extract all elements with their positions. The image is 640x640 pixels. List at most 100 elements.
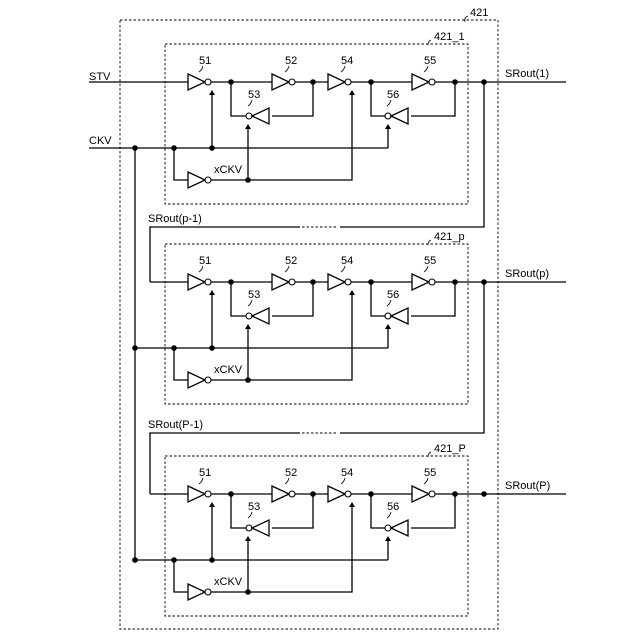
gate-number-label: 52 bbox=[285, 255, 297, 267]
inverter-bubble bbox=[289, 491, 295, 497]
outer-block-label: 421 bbox=[470, 7, 488, 19]
gate-number-label: 54 bbox=[341, 467, 353, 479]
gate-number-label: 55 bbox=[424, 55, 436, 67]
control-arrow bbox=[209, 290, 215, 295]
gate-number-label: 51 bbox=[199, 55, 211, 67]
gate-number-label: 53 bbox=[248, 89, 260, 101]
inverter-bubble bbox=[429, 491, 435, 497]
xckv-label: xCKV bbox=[214, 164, 243, 176]
carry-wire bbox=[150, 227, 300, 282]
xckv-input-wire bbox=[174, 148, 188, 180]
inverter-triangle bbox=[272, 274, 289, 290]
gate-number-label: 56 bbox=[387, 289, 399, 301]
inverter-triangle bbox=[188, 74, 205, 90]
outer-block-border bbox=[120, 20, 498, 629]
gate-number-label: 52 bbox=[285, 55, 297, 67]
control-arrow bbox=[245, 536, 251, 541]
xckv-label: xCKV bbox=[214, 576, 243, 588]
carry-wire bbox=[150, 433, 300, 494]
inverter-bubble bbox=[345, 79, 351, 85]
ckv-label: CKV bbox=[89, 135, 112, 147]
inverter-triangle bbox=[252, 520, 269, 536]
inverter-triangle bbox=[252, 308, 269, 324]
inverter-bubble bbox=[345, 279, 351, 285]
carry-in-label: SRout(p-1) bbox=[148, 213, 202, 225]
inverter-triangle bbox=[188, 172, 205, 188]
gate-number-label: 51 bbox=[199, 255, 211, 267]
inverter-bubble bbox=[205, 79, 211, 85]
stage-label: 421_1 bbox=[434, 31, 465, 43]
feedback-wire bbox=[231, 82, 249, 116]
gate-number-label: 56 bbox=[387, 89, 399, 101]
stage-output-label: SRout(p) bbox=[505, 268, 549, 280]
inverter-triangle bbox=[188, 584, 205, 600]
inverter-triangle bbox=[412, 74, 429, 90]
inverter-bubble bbox=[289, 79, 295, 85]
inverter-triangle bbox=[391, 308, 408, 324]
gate-number-label: 53 bbox=[248, 501, 260, 513]
control-arrow bbox=[245, 324, 251, 329]
junction-dot bbox=[481, 491, 487, 497]
stage-1: 421_1 51 52 53 54 55 56 SRout(1) xCKV bbox=[89, 31, 566, 204]
gate-number-label: 55 bbox=[424, 255, 436, 267]
carry-in-label: SRout(P-1) bbox=[148, 419, 203, 431]
control-arrow bbox=[385, 124, 391, 129]
inverter-bubble bbox=[289, 279, 295, 285]
feedback-wire bbox=[371, 282, 388, 316]
inverter-bubble bbox=[205, 177, 211, 183]
outer-block-421: 421 bbox=[120, 7, 498, 629]
stage-label: 421_P bbox=[434, 443, 466, 455]
feedback-wire bbox=[371, 82, 388, 116]
stv-label: STV bbox=[89, 71, 111, 83]
stage-output-label: SRout(P) bbox=[505, 480, 550, 492]
inverter-triangle bbox=[272, 486, 289, 502]
carry-wire bbox=[340, 282, 484, 433]
inverter-bubble bbox=[205, 589, 211, 595]
inverter-bubble bbox=[205, 377, 211, 383]
feedback-wire bbox=[231, 494, 249, 528]
stage-label: 421_p bbox=[434, 231, 465, 243]
xckv-input-wire bbox=[174, 560, 188, 592]
xckv-label: xCKV bbox=[214, 364, 243, 376]
inverter-bubble bbox=[429, 279, 435, 285]
xckv-input-wire bbox=[174, 348, 188, 380]
carry-wire bbox=[340, 82, 484, 227]
gate-number-label: 54 bbox=[341, 255, 353, 267]
inverter-bubble bbox=[205, 491, 211, 497]
inverter-bubble bbox=[345, 491, 351, 497]
inverter-triangle bbox=[188, 372, 205, 388]
gate-number-label: 52 bbox=[285, 467, 297, 479]
gate-number-label: 54 bbox=[341, 55, 353, 67]
control-arrow bbox=[385, 324, 391, 329]
gate-number-label: 53 bbox=[248, 289, 260, 301]
gate-number-label: 55 bbox=[424, 467, 436, 479]
stage-output-label: SRout(1) bbox=[505, 68, 549, 80]
feedback-wire bbox=[231, 282, 249, 316]
inverter-triangle bbox=[252, 108, 269, 124]
inverter-triangle bbox=[391, 520, 408, 536]
inverter-triangle bbox=[188, 274, 205, 290]
inverter-triangle bbox=[328, 74, 345, 90]
inverter-triangle bbox=[272, 74, 289, 90]
inverter-triangle bbox=[328, 274, 345, 290]
inverter-triangle bbox=[328, 486, 345, 502]
control-arrow bbox=[385, 536, 391, 541]
inverter-bubble bbox=[205, 279, 211, 285]
control-arrow bbox=[349, 290, 355, 295]
outer-block-leader bbox=[465, 16, 468, 22]
control-arrow bbox=[349, 502, 355, 507]
stage-2: 421_p 51 52 53 54 55 56 SRout(p) xCKV bbox=[132, 231, 566, 404]
stage-group: 421_1 51 52 53 54 55 56 SRout(1) xCKV 421_p 51 52 53… bbox=[89, 31, 566, 616]
inverter-triangle bbox=[391, 108, 408, 124]
inverter-triangle bbox=[188, 486, 205, 502]
control-arrow bbox=[209, 90, 215, 95]
gate-number-label: 56 bbox=[387, 501, 399, 513]
inverter-triangle bbox=[412, 274, 429, 290]
feedback-wire bbox=[371, 494, 388, 528]
inverter-bubble bbox=[429, 79, 435, 85]
control-arrow bbox=[245, 124, 251, 129]
control-arrow bbox=[349, 90, 355, 95]
gate-number-label: 51 bbox=[199, 467, 211, 479]
stage-3: 421_P 51 52 53 54 55 56 SRout(P) xCKV bbox=[132, 443, 566, 616]
